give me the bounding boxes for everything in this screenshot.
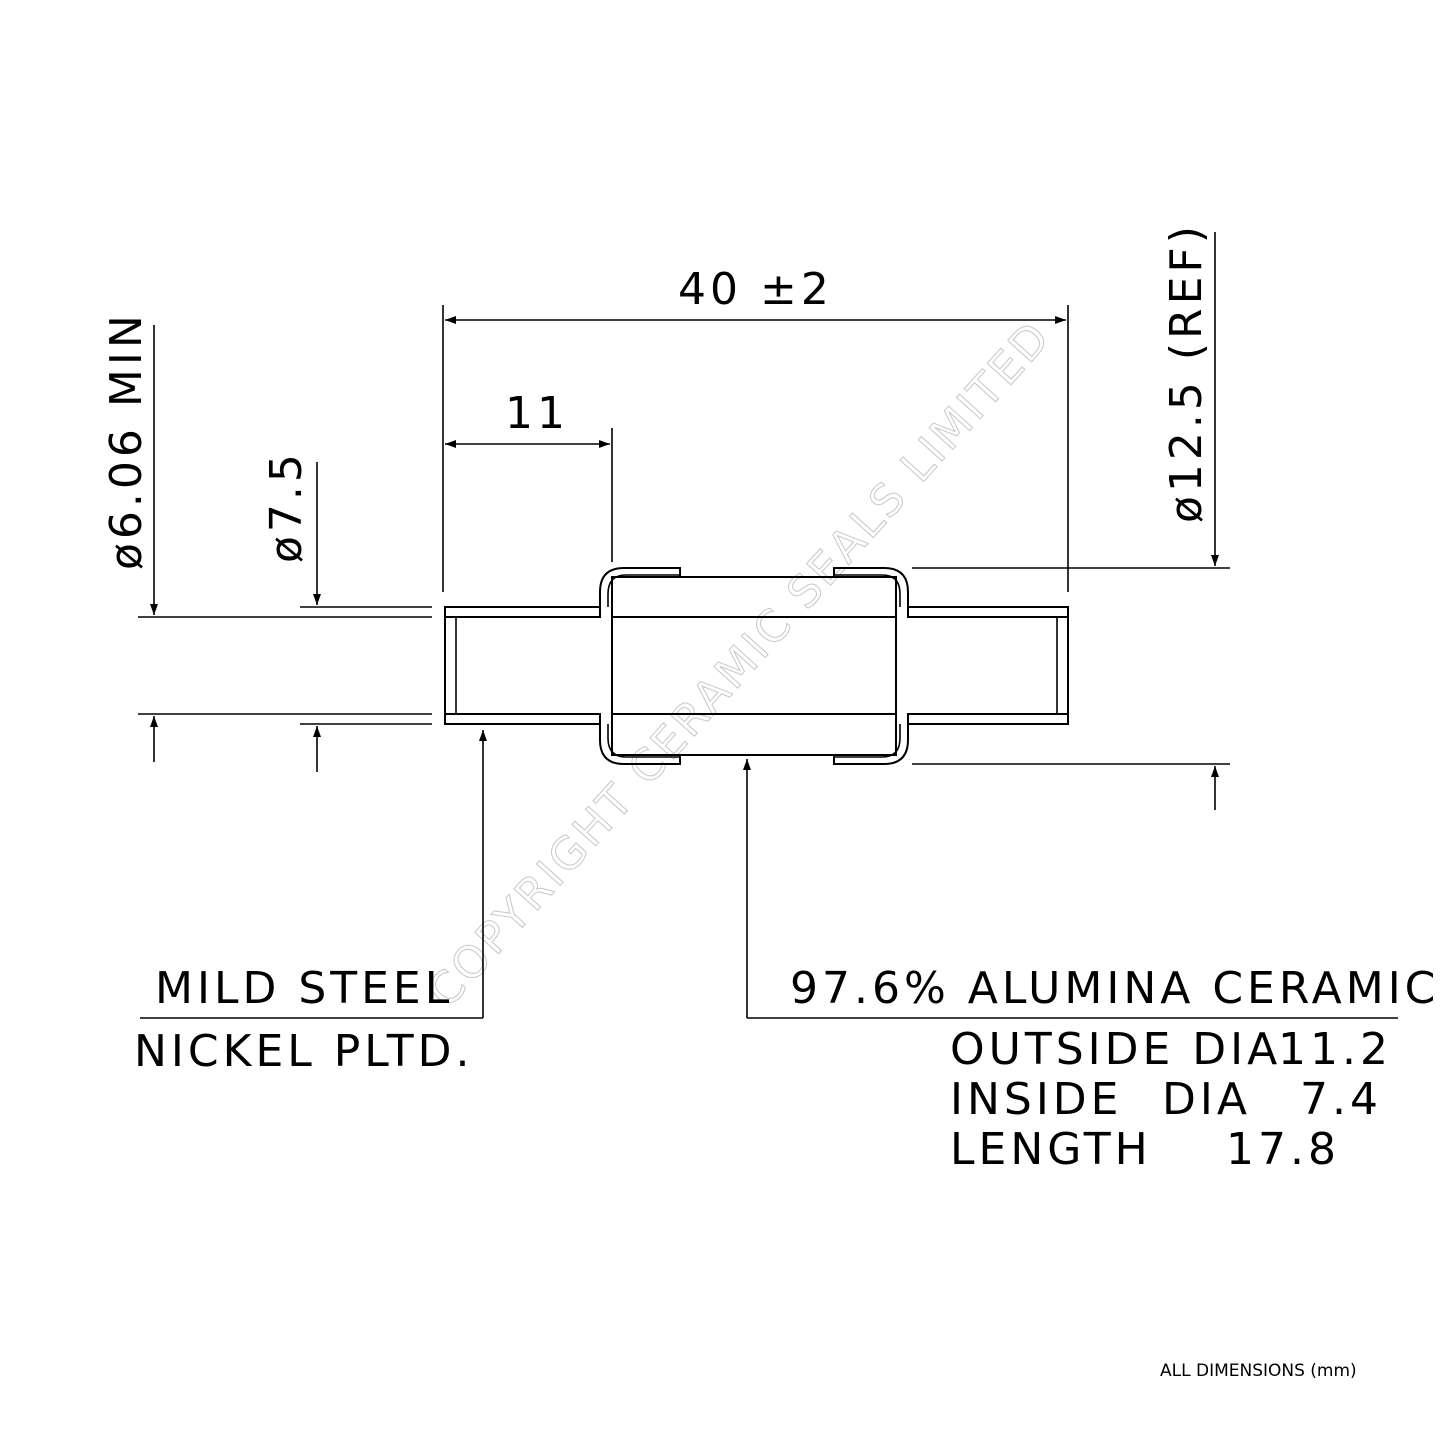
spec-length-label: LENGTH [950,1124,1152,1175]
left-tube-wall-top [444,606,601,618]
left-cap-bottom [599,724,681,765]
spec-inside-dia-value: 7.4 [1300,1074,1382,1125]
tube-od-text: ø7.5 [261,450,312,563]
spec-inside-label-word: INSIDE [950,1074,1122,1125]
overall-length-text: 40 ±2 [678,264,833,315]
ceramic-material-text: 97.6% ALUMINA CERAMIC [790,963,1439,1014]
spec-outside-dia-label: OUTSIDE DIA [950,1024,1281,1075]
flange-od-text: ø12.5 (REF) [1161,222,1212,523]
left-cap-top [599,567,681,607]
footer-note: ALL DIMENSIONS (mm) [1160,1361,1357,1381]
callout-leaders [140,730,1398,1019]
right-tube-wall-bottom [907,713,1069,725]
right-tube-wall-top [907,606,1069,618]
bore-min-text: ø6.06 MIN [101,311,152,570]
steel-material-line1: MILD STEEL [155,963,453,1014]
end-length-text: 11 [505,388,569,439]
right-cap-top [833,567,909,607]
left-tube-wall-bottom [444,713,601,725]
part-cross-section [444,567,1069,765]
spec-inside-dia-label: INSIDE DIA [950,1074,1251,1125]
dimension-lines [138,232,1230,810]
right-cap-bottom [833,724,909,765]
spec-inside-label-dia: DIA [1162,1074,1251,1125]
spec-length-value: 17.8 [1226,1124,1340,1175]
spec-outside-dia-value: 11.2 [1278,1024,1392,1075]
steel-material-line2: NICKEL PLTD. [134,1026,474,1077]
